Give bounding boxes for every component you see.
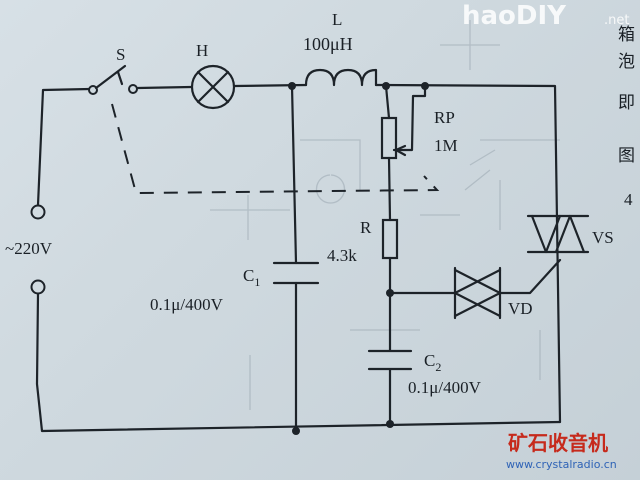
switch-label: S	[116, 45, 125, 64]
side-text-char: 4	[624, 190, 633, 209]
junction-dot	[386, 289, 394, 297]
cropped-side-text: 箱 泡 即 图 4	[618, 25, 635, 209]
side-text-char: 箱	[618, 25, 635, 44]
mechanical-link-dashed	[111, 103, 440, 195]
circuit-wires	[35, 83, 562, 433]
capacitor-c2-name-label: C2	[424, 351, 441, 374]
capacitor-c2-symbol	[367, 349, 413, 371]
potentiometer-value-label: 1M	[434, 136, 458, 155]
triac-symbol	[526, 214, 590, 254]
diac-symbol	[453, 266, 502, 320]
side-text-char: 泡	[618, 52, 635, 71]
capacitor-c2-value-label: 0.1μ/400V	[408, 378, 482, 397]
lamp-symbol	[190, 64, 236, 110]
watermark-top: haoDIY .net	[462, 1, 629, 31]
resistor-name-label: R	[360, 218, 372, 237]
side-text-char: 图	[618, 146, 635, 165]
junction-dot	[386, 420, 394, 428]
resistor-symbol	[381, 218, 399, 260]
watermark-site-suffix: .net	[604, 13, 629, 28]
resistor-value-label: 4.3k	[327, 246, 357, 265]
junction-dot	[288, 82, 296, 90]
watermark-brand-cn: 矿石收音机	[508, 431, 608, 455]
inductor-value-label: 100μH	[303, 34, 353, 54]
potentiometer-name-label: RP	[434, 108, 455, 127]
lamp-label: H	[196, 41, 208, 60]
supply-terminal-bottom	[30, 279, 46, 295]
junction-dot	[382, 82, 390, 90]
capacitor-c1-symbol	[272, 261, 320, 285]
side-text-char: 即	[618, 93, 635, 112]
triac-label: VS	[592, 228, 614, 247]
watermark-site-name: haoDIY	[462, 1, 567, 31]
inductor-symbol	[304, 68, 378, 87]
supply-terminal-top	[30, 204, 46, 220]
capacitor-c1-name-label: C1	[243, 266, 260, 289]
background-bleed-through	[210, 20, 560, 410]
watermark-bottom: 矿石收音机 www.crystalradio.cn	[506, 431, 617, 471]
diac-label: VD	[508, 299, 533, 318]
switch-symbol	[88, 64, 138, 95]
capacitor-c1-value-label: 0.1μ/400V	[150, 295, 224, 314]
junction-dots	[288, 82, 429, 435]
inductor-name-label: L	[332, 10, 342, 29]
watermark-brand-url: www.crystalradio.cn	[506, 458, 617, 471]
junction-dot	[292, 427, 300, 435]
supply-voltage-label: ~220V	[5, 239, 53, 258]
junction-dot	[421, 82, 429, 90]
potentiometer-symbol	[380, 116, 407, 160]
